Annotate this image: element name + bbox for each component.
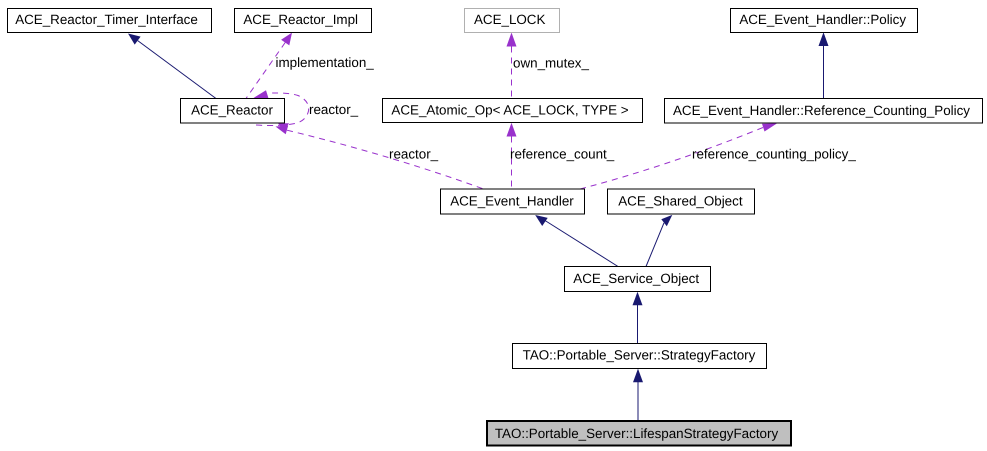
svg-text:ACE_Reactor: ACE_Reactor bbox=[191, 103, 273, 118]
svg-text:implementation_: implementation_ bbox=[276, 55, 375, 70]
svg-text:ACE_Service_Object: ACE_Service_Object bbox=[573, 271, 699, 286]
svg-text:ACE_Reactor_Impl: ACE_Reactor_Impl bbox=[243, 12, 358, 27]
svg-text:ACE_Event_Handler: ACE_Event_Handler bbox=[450, 194, 574, 209]
svg-text:ACE_Event_Handler::Policy: ACE_Event_Handler::Policy bbox=[739, 12, 906, 27]
svg-text:ACE_Reactor_Timer_Interface: ACE_Reactor_Timer_Interface bbox=[15, 12, 198, 27]
svg-text:ACE_Shared_Object: ACE_Shared_Object bbox=[618, 194, 743, 209]
svg-text:reactor_: reactor_ bbox=[309, 102, 359, 117]
svg-text:ACE_Event_Handler::Reference_C: ACE_Event_Handler::Reference_Counting_Po… bbox=[673, 103, 970, 118]
svg-text:own_mutex_: own_mutex_ bbox=[513, 56, 589, 71]
svg-text:reference_counting_policy_: reference_counting_policy_ bbox=[692, 147, 856, 162]
svg-text:TAO::Portable_Server::Strategy: TAO::Portable_Server::StrategyFactory bbox=[523, 347, 756, 362]
svg-text:reference_count_: reference_count_ bbox=[510, 147, 615, 162]
svg-text:ACE_Atomic_Op< ACE_LOCK, TYPE: ACE_Atomic_Op< ACE_LOCK, TYPE > bbox=[391, 102, 628, 117]
svg-text:ACE_LOCK: ACE_LOCK bbox=[474, 12, 546, 27]
svg-text:reactor_: reactor_ bbox=[389, 147, 439, 162]
svg-text:TAO::Portable_Server::Lifespan: TAO::Portable_Server::LifespanStrategyFa… bbox=[495, 426, 779, 441]
